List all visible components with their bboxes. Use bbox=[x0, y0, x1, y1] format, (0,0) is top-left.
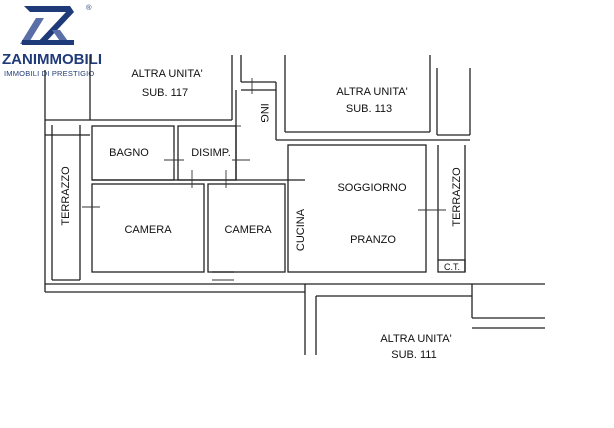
walls bbox=[44, 55, 545, 355]
logo-name: ZANIMMOBILI bbox=[2, 51, 102, 68]
room-ct: C.T. bbox=[444, 262, 460, 272]
room-disimp: DISIMP. bbox=[191, 147, 231, 159]
room-soggiorno: SOGGIORNO bbox=[337, 182, 407, 194]
room-pranzo: PRANZO bbox=[350, 234, 396, 246]
room-camera-left: CAMERA bbox=[124, 224, 172, 236]
room-cucina: CUCINA bbox=[295, 208, 307, 251]
neighbor-113-line1: ALTRA UNITA' bbox=[336, 86, 407, 98]
room-camera-right: CAMERA bbox=[224, 224, 272, 236]
company-logo: ® ZANIMMOBILI IMMOBILI DI PRESTIGIO bbox=[2, 3, 102, 78]
neighbor-111-line1: ALTRA UNITA' bbox=[380, 333, 451, 345]
room-terrazzo-left: TERRAZZO bbox=[60, 166, 72, 226]
logo-mark-icon bbox=[20, 6, 74, 45]
logo-registered-mark: ® bbox=[86, 3, 92, 12]
room-bagno: BAGNO bbox=[109, 147, 149, 159]
room-ingresso: ING bbox=[258, 103, 270, 123]
neighbor-113-line2: SUB. 113 bbox=[346, 103, 392, 115]
door-markers bbox=[82, 78, 446, 211]
logo-tagline: IMMOBILI DI PRESTIGIO bbox=[4, 69, 94, 78]
room-terrazzo-right: TERRAZZO bbox=[451, 167, 463, 227]
neighbor-111-line2: SUB. 111 bbox=[391, 349, 436, 361]
neighbor-117-line1: ALTRA UNITA' bbox=[131, 68, 202, 80]
neighbor-117-line2: SUB. 117 bbox=[142, 87, 188, 99]
